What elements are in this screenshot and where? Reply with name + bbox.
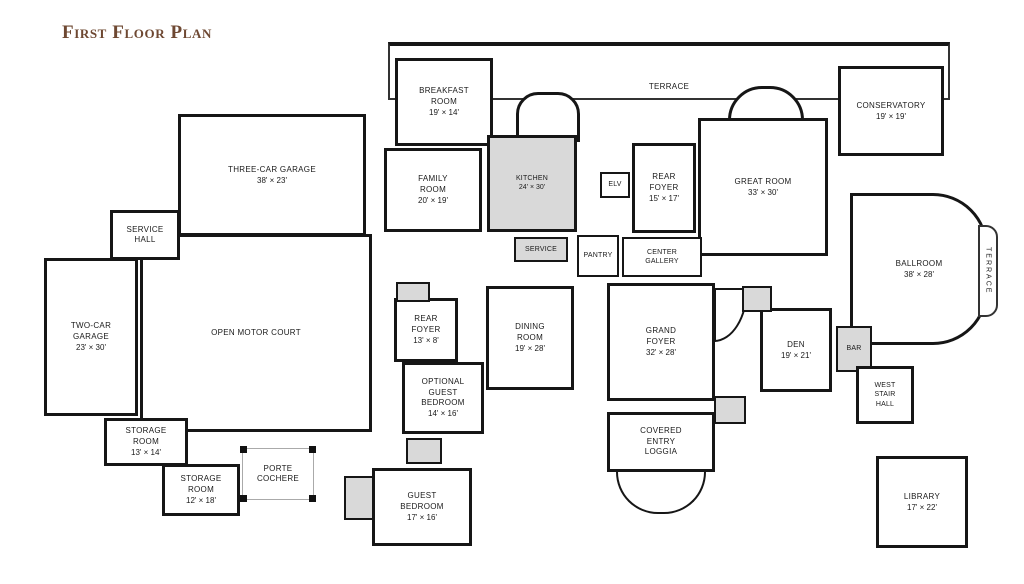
room-label: TERRACE	[648, 81, 690, 91]
room-label: GUEST BEDROOM	[400, 491, 444, 511]
room-label: GREAT ROOM	[734, 176, 792, 186]
room-dims: 23' × 30'	[76, 343, 106, 353]
room-dims: 17' × 22'	[907, 502, 937, 512]
room-pantry: PANTRY	[577, 235, 619, 277]
room-label: BREAKFAST ROOM	[419, 86, 469, 106]
room-three-car-garage: THREE-CAR GARAGE 38' × 23'	[178, 114, 366, 236]
room-label: PORTE COCHERE	[256, 463, 300, 483]
column-marker	[309, 495, 316, 502]
room-service-hall: SERVICE HALL	[110, 210, 180, 260]
room-label: OPTIONAL GUEST BEDROOM	[421, 377, 465, 407]
room-center-gallery: CENTER GALLERY	[622, 237, 702, 277]
room-elevator: ELV	[600, 172, 630, 198]
room-rear-foyer-upper: REAR FOYER 15' × 17'	[632, 143, 696, 233]
room-label: TWO-CAR GARAGE	[70, 321, 112, 341]
room-label: REAR FOYER	[649, 172, 679, 192]
room-dims: 19' × 21'	[781, 350, 811, 360]
room-dims: 17' × 16'	[407, 513, 437, 523]
room-dims: 19' × 14'	[429, 108, 459, 118]
room-dims: 15' × 17'	[649, 194, 679, 204]
room-service: SERVICE	[514, 237, 568, 262]
room-dims: 12' × 18'	[186, 496, 216, 506]
room-dims: 38' × 23'	[257, 175, 287, 185]
room-label: COVERED ENTRY LOGGIA	[640, 426, 682, 457]
room-label: CONSERVATORY	[856, 100, 926, 110]
room-dims: 32' × 28'	[646, 348, 676, 358]
column-marker	[240, 446, 247, 453]
room-bar: BAR	[836, 326, 872, 372]
bathroom	[344, 476, 374, 520]
room-dims: 38' × 28'	[904, 269, 934, 279]
room-storage-a: STORAGE ROOM 13' × 14'	[104, 418, 188, 466]
room-dining: DINING ROOM 19' × 28'	[486, 286, 574, 390]
room-storage-b: STORAGE ROOM 12' × 18'	[162, 464, 240, 516]
room-grand-foyer: GRAND FOYER 32' × 28'	[607, 283, 715, 401]
room-dims: 24' × 30'	[518, 184, 546, 192]
room-guest-bedroom: GUEST BEDROOM 17' × 16'	[372, 468, 472, 546]
bathroom	[406, 438, 442, 464]
room-dims: 19' × 28'	[515, 344, 545, 354]
room-label: STORAGE ROOM	[180, 474, 222, 494]
room-label: FAMILY ROOM	[418, 174, 448, 194]
room-family: FAMILY ROOM 20' × 19'	[384, 148, 482, 232]
room-open-motor-court: OPEN MOTOR COURT	[140, 234, 372, 432]
room-conservatory: CONSERVATORY 19' × 19'	[838, 66, 944, 156]
room-optional-guest-bedroom: OPTIONAL GUEST BEDROOM 14' × 16'	[402, 362, 484, 434]
entry-steps	[616, 472, 706, 514]
room-label: ELV	[608, 181, 622, 189]
room-label: GRAND FOYER	[645, 326, 677, 346]
bathroom	[714, 396, 746, 424]
room-dims: 20' × 19'	[418, 196, 448, 206]
room-label: BAR	[846, 345, 862, 353]
bathroom	[396, 282, 430, 302]
room-dims: 13' × 14'	[131, 448, 161, 458]
room-label: TERRACE	[984, 247, 992, 295]
room-rear-foyer-lower: REAR FOYER 13' × 8'	[394, 298, 458, 362]
room-label: DINING ROOM	[515, 322, 545, 342]
room-ballroom: BALLROOM 38' × 28'	[850, 193, 988, 345]
room-label: THREE-CAR GARAGE	[228, 164, 316, 174]
room-label: STORAGE ROOM	[125, 426, 167, 446]
room-dims: 14' × 16'	[428, 409, 458, 419]
room-west-stair-hall: WEST STAIR HALL	[856, 366, 914, 424]
room-label: REAR FOYER	[411, 314, 441, 334]
room-dims: 13' × 8'	[413, 336, 439, 346]
room-label: SERVICE HALL	[126, 224, 164, 244]
room-great-room: GREAT ROOM 33' × 30'	[698, 118, 828, 256]
room-dims: 33' × 30'	[748, 187, 778, 197]
room-label: PANTRY	[583, 252, 613, 260]
room-label: LIBRARY	[903, 491, 941, 501]
room-label: KITCHEN	[515, 175, 549, 183]
room-library: LIBRARY 17' × 22'	[876, 456, 968, 548]
room-covered-entry-loggia: COVERED ENTRY LOGGIA	[607, 412, 715, 472]
room-label: DEN	[787, 339, 805, 349]
room-two-car-garage: TWO-CAR GARAGE 23' × 30'	[44, 258, 138, 416]
bathroom	[742, 286, 772, 312]
column-marker	[240, 495, 247, 502]
room-label: OPEN MOTOR COURT	[211, 327, 301, 337]
room-label: CENTER GALLERY	[645, 248, 679, 265]
room-terrace-right: TERRACE	[978, 225, 998, 317]
column-marker	[309, 446, 316, 453]
room-breakfast: BREAKFAST ROOM 19' × 14'	[395, 58, 493, 146]
room-label: SERVICE	[524, 245, 557, 253]
room-label: WEST STAIR HALL	[874, 382, 896, 408]
room-den: DEN 19' × 21'	[760, 308, 832, 392]
page-title: First Floor Plan	[62, 22, 212, 43]
room-dims: 19' × 19'	[876, 111, 906, 121]
room-kitchen: KITCHEN 24' × 30'	[487, 135, 577, 232]
room-porte-cochere: PORTE COCHERE	[242, 448, 314, 500]
room-label: BALLROOM	[895, 258, 943, 268]
